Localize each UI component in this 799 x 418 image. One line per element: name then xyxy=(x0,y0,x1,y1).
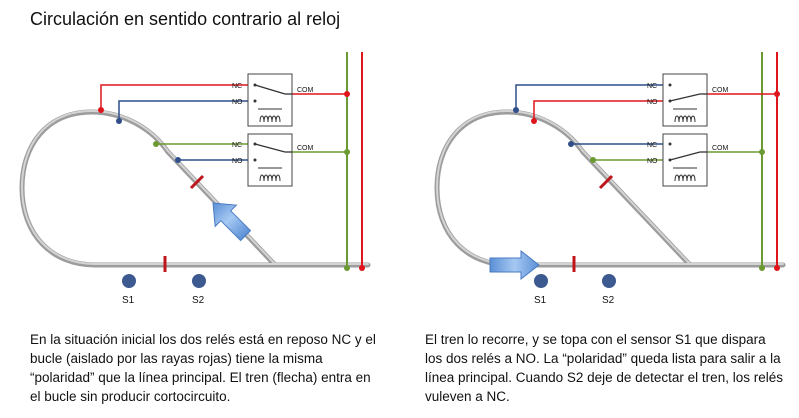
sensor-s2-label: S2 xyxy=(192,295,205,306)
sensor-s2 xyxy=(192,274,206,288)
isolation-gap xyxy=(598,174,614,190)
relay-coil-icon xyxy=(673,167,697,182)
relay-2-nc-label: NC xyxy=(232,142,242,149)
relay-1-no-label: NO xyxy=(232,99,243,106)
relay-2-no-label: NO xyxy=(647,158,658,165)
relay-1-nc-label: NC xyxy=(232,83,242,90)
page-title: Circulación en sentido contrario al relo… xyxy=(30,9,341,29)
sensor-s2-label: S2 xyxy=(602,295,615,306)
left-panel: S1 S2 NC xyxy=(19,52,371,306)
relay-1-no-label: NO xyxy=(647,99,658,106)
track xyxy=(19,109,371,268)
right-panel: S1 S2 NC NO xyxy=(434,52,786,306)
caption-right: El tren lo recorre, y se topa con el sen… xyxy=(425,332,783,404)
sensor-s1 xyxy=(534,274,548,288)
relay-2-com-label: COM xyxy=(712,145,729,152)
relay-coil-icon xyxy=(258,167,282,182)
train-arrow-icon xyxy=(212,202,252,242)
sensor-s1-label: S1 xyxy=(122,295,135,306)
caption-left: En la situación inicial los dos relés es… xyxy=(30,332,376,404)
relay-coil-icon xyxy=(258,108,282,123)
relay-2-no-label: NO xyxy=(232,158,243,165)
relay-1-com-label: COM xyxy=(712,87,729,94)
train-arrow-icon xyxy=(489,249,540,281)
relay-coil-icon xyxy=(673,108,697,123)
relay-1 xyxy=(662,73,708,127)
relay-2 xyxy=(662,133,708,187)
sensor-s1-label: S1 xyxy=(534,295,547,306)
relay-1-com-label: COM xyxy=(297,87,314,94)
relay-2-nc-label: NC xyxy=(647,142,657,149)
relay-1 xyxy=(247,73,293,127)
relay-2 xyxy=(247,133,293,187)
relay-1-nc-label: NC xyxy=(647,83,657,90)
sensor-s2 xyxy=(602,274,616,288)
sensor-s1 xyxy=(122,274,136,288)
isolation-gap xyxy=(189,174,205,190)
relay-2-com-label: COM xyxy=(297,145,314,152)
